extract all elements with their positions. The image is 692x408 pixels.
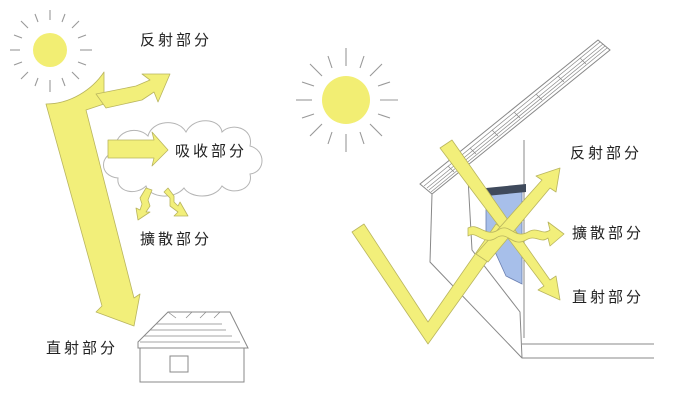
left-reflected-label: 反射部分 [140, 31, 213, 49]
right-sun-icon [296, 48, 398, 152]
right-reflected-label: 反射部分 [570, 144, 643, 162]
right-direct-label: 直射部分 [572, 288, 645, 306]
left-panel [10, 10, 263, 383]
left-absorbed-label: 吸收部分 [175, 142, 248, 160]
absorbed-arrow [107, 131, 169, 167]
diffused-arrow-left [135, 187, 153, 221]
right-diffused-label: 擴散部分 [572, 224, 645, 242]
left-direct-label: 直射部分 [46, 339, 119, 357]
sun-beam-arrow [45, 71, 141, 327]
diffused-arrow-right [163, 187, 189, 217]
diffused-arrow-wavy [467, 221, 565, 247]
left-sun-icon [10, 10, 92, 92]
reflected-arrow-right [475, 167, 561, 263]
direct-arrow [439, 139, 561, 301]
left-diffused-label: 擴散部分 [140, 230, 213, 248]
reflected-arrow [95, 73, 171, 109]
right-panel [296, 39, 654, 359]
incident-v-beam [351, 223, 509, 345]
house-icon [137, 311, 249, 383]
